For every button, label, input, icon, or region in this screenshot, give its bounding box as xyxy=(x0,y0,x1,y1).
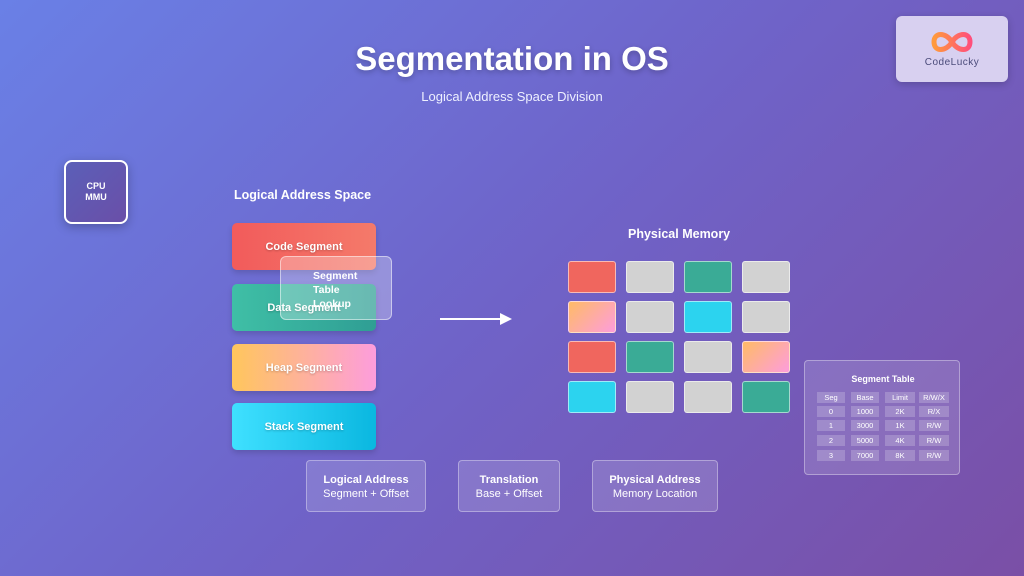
segment-table-cell: 2K xyxy=(885,406,915,417)
segment-table-header: Limit xyxy=(885,392,915,403)
info-heading: Translation xyxy=(479,474,539,486)
segment-table-cell: 3 xyxy=(817,450,845,461)
segment-table-cell: R/W xyxy=(919,420,949,431)
memory-block xyxy=(684,301,732,333)
segment-table-header: Base xyxy=(851,392,879,403)
physical-memory-label: Physical Memory xyxy=(628,227,731,241)
memory-block xyxy=(684,341,732,373)
segment-table: Segment Table Seg Base Limit R/W/X 0 1000 2K R/… xyxy=(804,360,960,475)
infinity-logo-icon xyxy=(931,32,973,52)
stack-segment-label: Stack Segment xyxy=(264,420,344,433)
logical-space-label: Logical Address Space xyxy=(234,188,372,202)
segment-table-cell: R/W xyxy=(919,450,949,461)
segment-table-cell: 2 xyxy=(817,435,845,446)
code-segment: Code Segment xyxy=(232,223,376,270)
mmu-label: MMU xyxy=(85,192,107,202)
heap-segment-label: Heap Segment xyxy=(265,361,343,374)
info-sub: Base + Offset xyxy=(475,488,543,500)
info-sub: Segment + Offset xyxy=(323,488,409,500)
segment-table-cell: 1 xyxy=(817,420,845,431)
info-logical-address: Logical Address Segment + Offset xyxy=(306,460,426,512)
segment-table-cell: 0 xyxy=(817,406,845,417)
memory-block xyxy=(626,381,674,413)
segment-table-cell: 8K xyxy=(885,450,915,461)
memory-block xyxy=(568,341,616,373)
cpu-mmu-box: CPU MMU xyxy=(64,160,128,224)
page-subtitle: Logical Address Space Division xyxy=(421,89,603,104)
memory-block xyxy=(568,261,616,293)
arrow-right-icon xyxy=(440,313,512,325)
memory-block xyxy=(684,381,732,413)
data-segment: Data Segment xyxy=(232,284,376,331)
info-physical-address: Physical Address Memory Location xyxy=(592,460,718,512)
segment-table-cell: 1000 xyxy=(851,406,879,417)
memory-block xyxy=(742,341,790,373)
memory-block xyxy=(626,301,674,333)
segment-table-cell: 1K xyxy=(885,420,915,431)
cpu-label: CPU xyxy=(86,181,106,191)
segment-table-cell: 3000 xyxy=(851,420,879,431)
memory-block xyxy=(742,261,790,293)
info-translation: Translation Base + Offset xyxy=(458,460,560,512)
segment-table-cell: R/X xyxy=(919,406,949,417)
memory-block xyxy=(742,381,790,413)
codelucky-logo: CodeLucky xyxy=(896,16,1008,82)
segment-table-header: R/W/X xyxy=(919,392,949,403)
memory-block xyxy=(626,341,674,373)
info-sub: Memory Location xyxy=(612,488,698,500)
memory-block xyxy=(568,381,616,413)
heap-segment: Heap Segment xyxy=(232,344,376,391)
info-heading: Logical Address xyxy=(323,474,409,486)
data-segment-label: Data Segment xyxy=(267,301,341,314)
stack-segment: Stack Segment xyxy=(232,403,376,450)
memory-block xyxy=(742,301,790,333)
memory-block xyxy=(626,261,674,293)
logo-text: CodeLucky xyxy=(924,57,980,68)
code-segment-label: Code Segment xyxy=(265,240,343,253)
segment-table-cell: R/W xyxy=(919,435,949,446)
segment-table-title: Segment Table xyxy=(851,374,915,384)
segment-table-cell: 4K xyxy=(885,435,915,446)
lookup-line-2: Table xyxy=(313,284,340,296)
lookup-line-3: Lookup xyxy=(313,298,351,310)
segment-table-cell: 5000 xyxy=(851,435,879,446)
segment-table-lookup: Segment Table Lookup xyxy=(280,256,392,320)
memory-block xyxy=(684,261,732,293)
segment-table-cell: 7000 xyxy=(851,450,879,461)
info-heading: Physical Address xyxy=(609,474,701,486)
memory-block xyxy=(568,301,616,333)
segment-table-header: Seg xyxy=(817,392,845,403)
lookup-line-1: Segment xyxy=(313,270,358,282)
page-title: Segmentation in OS xyxy=(355,40,669,77)
